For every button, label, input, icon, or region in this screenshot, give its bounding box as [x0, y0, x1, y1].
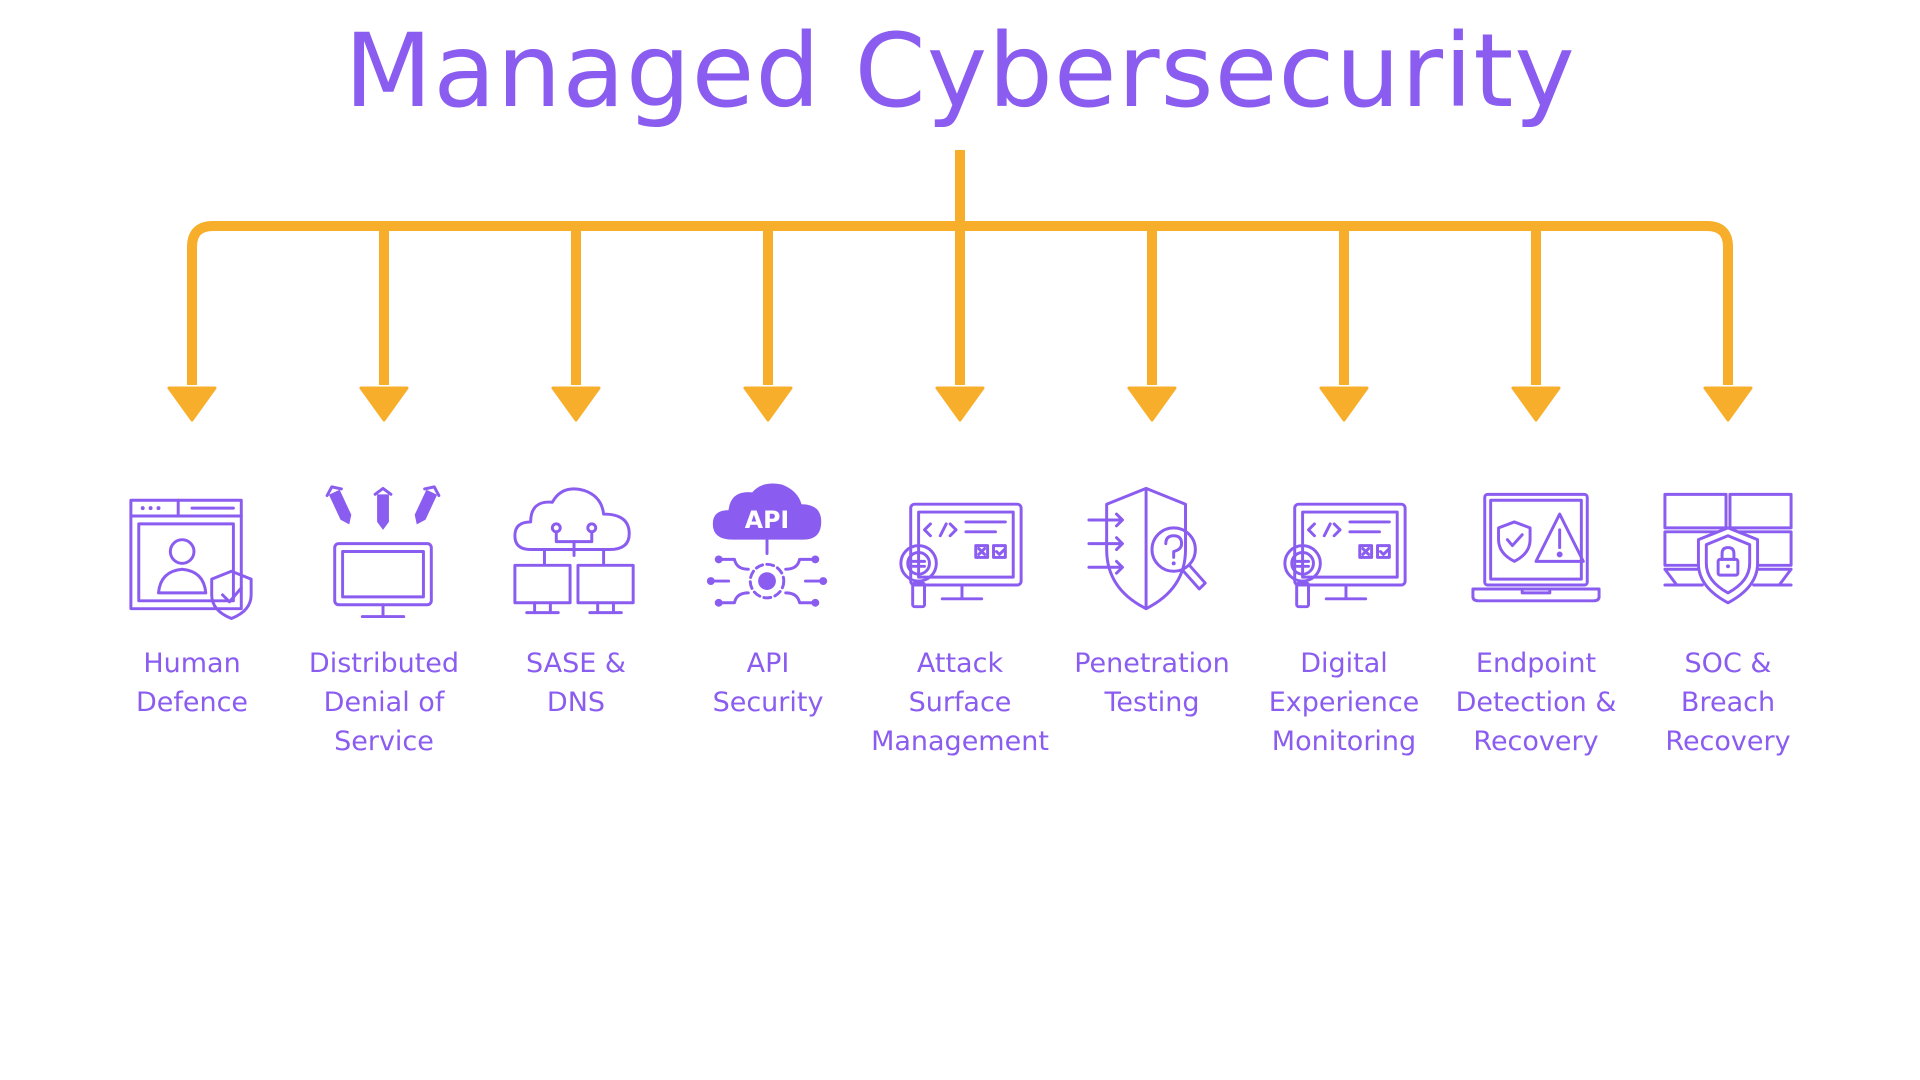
diagram-title: Managed Cybersecurity	[344, 12, 1576, 131]
arrow-down-icon	[551, 386, 601, 422]
service-label: Attack Surface Management	[871, 648, 1049, 757]
api-cloud-gear-icon: API	[706, 483, 828, 607]
service-item: SASE & DNS	[481, 478, 671, 798]
service-label: Human Defence	[135, 648, 249, 718]
dashboard-monitor-magnifier-icon	[1283, 502, 1407, 609]
code-monitor-magnifier-icon	[899, 502, 1023, 609]
service-item: Attack Surface Management	[865, 478, 1055, 798]
cloud-network-icon	[513, 487, 635, 615]
user-monitor-shield-icon	[129, 498, 253, 621]
service-item: Penetration Testing	[1057, 478, 1247, 798]
arrow-down-icon	[1127, 386, 1177, 422]
arrow-down-icon	[359, 386, 409, 422]
service-label: SASE & DNS	[526, 648, 626, 718]
arrow-down-icon	[1703, 386, 1753, 422]
service-label: Endpoint Detection & Recovery	[1455, 648, 1617, 757]
service-item: Distributed Denial of Service	[289, 478, 479, 798]
service-item: Human Defence	[97, 478, 287, 798]
windows-shield-lock-icon	[1663, 492, 1793, 605]
service-label: API Security	[712, 648, 824, 718]
shield-question-magnifier-icon	[1087, 486, 1207, 611]
service-item: Endpoint Detection & Recovery	[1441, 478, 1631, 798]
service-label: Distributed Denial of Service	[308, 648, 460, 757]
missiles-monitor-icon	[325, 485, 441, 619]
arrow-down-icon	[1511, 386, 1561, 422]
service-item: API API Security	[673, 478, 863, 798]
connector-tree	[167, 150, 1753, 422]
service-label: SOC & Breach Recovery	[1665, 648, 1791, 757]
service-label: Penetration Testing	[1074, 648, 1230, 718]
service-label: Digital Experience Monitoring	[1268, 648, 1420, 757]
laptop-shield-warning-icon	[1471, 492, 1601, 603]
service-item: Digital Experience Monitoring	[1249, 478, 1439, 798]
arrow-down-icon	[1319, 386, 1369, 422]
svg-text:API: API	[745, 506, 789, 534]
arrow-down-icon	[935, 386, 985, 422]
arrow-down-icon	[743, 386, 793, 422]
service-item: SOC & Breach Recovery	[1633, 478, 1823, 798]
arrow-down-icon	[167, 386, 217, 422]
